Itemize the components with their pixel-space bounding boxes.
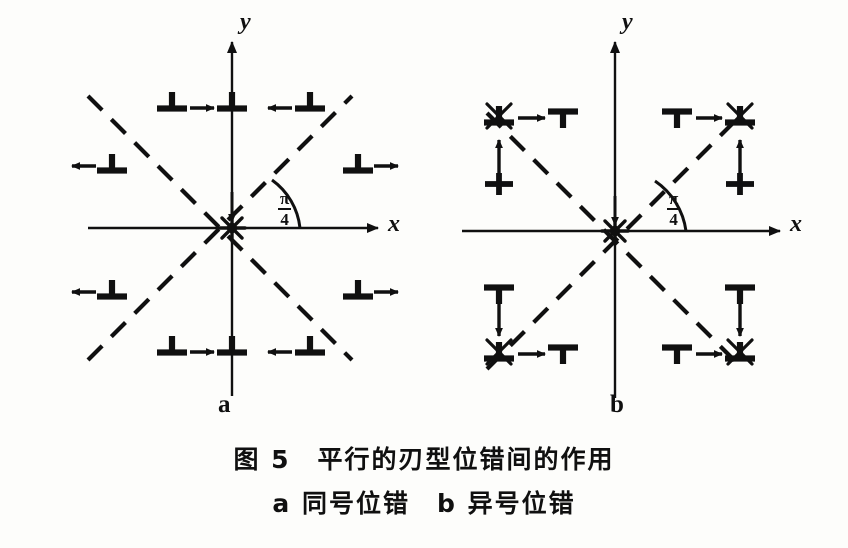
- dislocation-symbol-down: [548, 108, 578, 128]
- axis-label-y-panel-b: y: [622, 9, 633, 35]
- panel-letter-a: a: [218, 391, 231, 418]
- dislocation-symbol-up: [295, 336, 325, 356]
- axis-label-y-panel-a: y: [240, 9, 251, 35]
- panel-a-diagonals: [86, 94, 354, 362]
- dislocation-symbol-up: [725, 342, 755, 362]
- dislocation-symbol-up: [157, 336, 187, 356]
- dislocation-symbol-up: [484, 342, 514, 362]
- panel-b-angle-arc: [654, 179, 688, 232]
- panel-a: [71, 41, 399, 396]
- dislocation-symbol-down: [662, 344, 692, 364]
- dislocation-symbol-up: [725, 106, 755, 126]
- panel-b-bottom-right: [662, 284, 755, 366]
- dislocation-symbol-up: [217, 336, 247, 356]
- panel-a-bottom-row: [157, 336, 325, 356]
- dislocation-symbol-up: [97, 154, 127, 174]
- panel-b-bottom-left: [484, 284, 578, 366]
- dislocation-diagram: [71, 41, 781, 398]
- figure-caption: 图 5 平行的刃型位错间的作用 a 同号位错 b 异号位错: [0, 438, 848, 526]
- angle-numerator: π: [667, 189, 681, 210]
- panel-a-origin: [217, 192, 247, 243]
- panel-letter-b: b: [610, 391, 624, 418]
- dislocation-symbol-down: [662, 108, 692, 128]
- panel-a-lower-right: [343, 280, 399, 300]
- angle-numerator: π: [278, 189, 292, 210]
- panel-a-lower-left: [71, 280, 127, 300]
- axis-label-x-panel-b: x: [790, 211, 802, 237]
- dislocation-symbol-plus: [726, 173, 754, 195]
- axis-label-x-panel-a: x: [388, 211, 400, 237]
- angle-denominator: 4: [669, 210, 678, 229]
- panel-b-top-right: [662, 102, 755, 195]
- dislocation-symbol-up: [343, 280, 373, 300]
- panel-b: [462, 41, 781, 398]
- dislocation-symbol-up: [343, 154, 373, 174]
- dislocation-symbol-up: [217, 92, 247, 112]
- panel-b-origin: [600, 196, 630, 246]
- angle-denominator: 4: [280, 210, 289, 229]
- angle-label-pi-over-4-panel-a: π 4: [278, 189, 292, 229]
- caption-line-primary: 图 5 平行的刃型位错间的作用: [233, 445, 615, 474]
- dislocation-symbol-down: [548, 344, 578, 364]
- dislocation-symbol-up: [157, 92, 187, 112]
- panel-a-upper-left: [71, 154, 127, 174]
- dislocation-symbol-up: [97, 280, 127, 300]
- angle-label-pi-over-4-panel-b: π 4: [667, 189, 681, 229]
- caption-line-secondary: a 同号位错 b 异号位错: [272, 489, 576, 518]
- panel-b-top-left: [484, 102, 578, 195]
- panel-a-upper-right: [343, 154, 399, 174]
- dislocation-symbol-plus: [485, 173, 513, 195]
- panel-a-top-row: [157, 92, 325, 112]
- dislocation-symbol-up: [295, 92, 325, 112]
- panel-a-angle-arc: [271, 178, 302, 229]
